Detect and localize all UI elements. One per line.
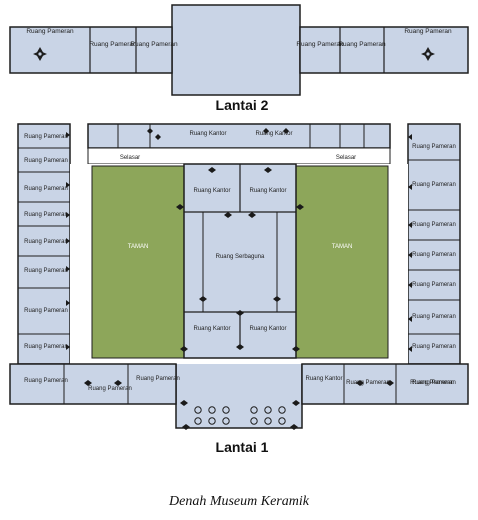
room-label: Ruang Pameran [24,134,68,140]
bottom-left-strip [9,363,177,405]
room-label: Ruang Pameran [24,186,68,192]
top-office-strip [87,123,391,149]
compass-icon [33,47,47,61]
room-label: Ruang Pameran [412,144,456,150]
figure-caption: Denah Museum Keramik [169,494,309,509]
room-label: Ruang Kantor [305,376,342,382]
room-label: Ruang Pameran [26,28,74,35]
room-label: Ruang Pameran [24,268,68,274]
room-label: Ruang Pameran [136,376,180,382]
floor-1: Ruang Pameran Ruang Pameran Ruang Pamera… [9,123,469,455]
corridor-label: Selasar [120,155,140,161]
door-icon [66,128,412,430]
column-icon [194,406,286,425]
room-label: Ruang Pameran [412,314,456,320]
floor-1-label: Lantai 1 [216,439,269,455]
room-label: Ruang Pameran [88,386,132,392]
floor2-central-hall [171,4,301,96]
room-label: Ruang Pameran [412,182,456,188]
left-wing [17,123,71,365]
room-label: Ruang Kantor [255,131,292,137]
room-label: Ruang Pameran [338,41,386,48]
room-label: Ruang Pameran [404,28,452,35]
room-label: Ruang Pameran [89,41,137,48]
room-label: Ruang Pameran [346,380,390,386]
courtyard-right [295,165,389,359]
courtyard-label: TAMAN [128,244,149,250]
room-label: Ruang Pameran [412,282,456,288]
room-label: Ruang Kantor [193,188,230,194]
courtyard-left [91,165,185,359]
room-label: Ruang Pameran [412,252,456,258]
floor2-left-wing [9,26,173,74]
room-label: Ruang Pameran [24,344,68,350]
room-label: Ruang Pameran [412,380,456,386]
corridor-label: Selasar [336,155,356,161]
room-label: Ruang Kantor [189,131,226,137]
hall-label: Ruang Serbaguna [216,254,265,260]
room-label: Ruang Kantor [193,326,230,332]
room-label: Ruang Kantor [249,188,286,194]
courtyard-label: TAMAN [332,244,353,250]
room-label: Ruang Pameran [130,41,178,48]
museum-floor-plan: Ruang Pameran Ruang Pameran Ruang Pamera… [9,4,469,455]
room-label: Ruang Kantor [249,326,286,332]
compass-icon [421,47,435,61]
room-label: Ruang Pameran [24,308,68,314]
room-label: Ruang Pameran [24,239,68,245]
bottom-right-strip [301,363,469,405]
room-label: Ruang Pameran [24,212,68,218]
floor-2: Ruang Pameran Ruang Pameran Ruang Pamera… [9,4,469,113]
room-label: Ruang Pameran [24,378,68,384]
room-label: Ruang Pameran [412,344,456,350]
room-label: Ruang Pameran [296,41,344,48]
room-label: Ruang Pameran [412,222,456,228]
room-label: Ruang Pameran [24,158,68,164]
room-label: Ruang Pameran [410,380,454,386]
floor-2-label: Lantai 2 [216,97,269,113]
